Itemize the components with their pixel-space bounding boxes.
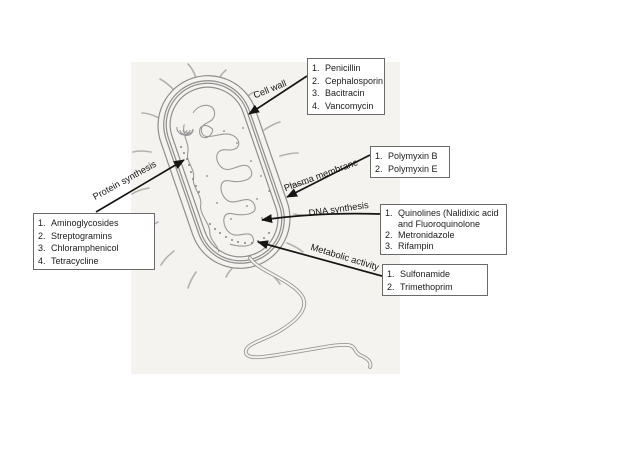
plasmid-spiral [176, 126, 194, 137]
protein-synthesis-arrow [95, 159, 185, 213]
flagellum [244, 256, 373, 369]
list-item: and Fluoroquinolone [398, 218, 481, 229]
list-item: 4.Tetracycline [38, 255, 99, 266]
list-item: 3.Bacitracin [312, 88, 365, 99]
list-item: 2.Streptogramins [38, 230, 113, 241]
capsule-outline [157, 75, 291, 269]
nucleoid [183, 104, 256, 253]
list-item: 1.Aminoglycosides [38, 218, 119, 228]
dna-synthesis-arrow [261, 212, 381, 224]
cell-wall-label: Cell wall [252, 78, 288, 100]
list-item: 1.Penicillin [312, 63, 361, 73]
metabolic-activity-label: Metabolic activity [310, 242, 381, 272]
plasma-membrane-label: Plasma membrane [283, 157, 360, 193]
list-item: 2.Metronidazole [385, 229, 455, 240]
plasma-membrane-arrow [286, 154, 371, 198]
list-item: 3.Rifampin [385, 240, 434, 251]
metabolic-activity-antibiotics-box: 1.Sulfonamide 2.Trimethoprim [382, 264, 488, 297]
metabolic-activity-arrow [257, 240, 383, 277]
list-item: 1.Sulfonamide [387, 269, 451, 279]
plasma-membrane-antibiotics-box: 1.Polymyxin B 2.Polymyxin E [370, 146, 450, 179]
plasma-membrane-line [169, 86, 279, 258]
list-item: 2.Trimethoprim [387, 281, 453, 292]
list-item: 1.Polymyxin B [375, 151, 438, 161]
list-item: 2.Cephalosporin [312, 75, 384, 86]
cell-wall-inner-line [165, 82, 283, 262]
dna-synthesis-antibiotics-box: 1.Quinolines (Nalidixic acid and Fluoroq… [380, 204, 507, 255]
list-item: 2.Polymyxin E [375, 163, 438, 174]
cell-wall-arrow [248, 75, 308, 115]
protein-synthesis-antibiotics-box: 1.Aminoglycosides 2.Streptogramins 3.Chl… [33, 213, 155, 271]
cell-envelope [157, 75, 291, 269]
cell-wall-antibiotics-box: 1.Penicillin 2.Cephalosporin 3.Bacitraci… [307, 58, 385, 116]
ribosome-dots [180, 127, 270, 244]
list-item: 4.Vancomycin [312, 100, 374, 111]
dna-synthesis-label: DNA synthesis [308, 200, 370, 218]
list-item: 3.Chloramphenicol [38, 243, 119, 254]
list-item: 1.Quinolines (Nalidixic acid [385, 208, 499, 218]
